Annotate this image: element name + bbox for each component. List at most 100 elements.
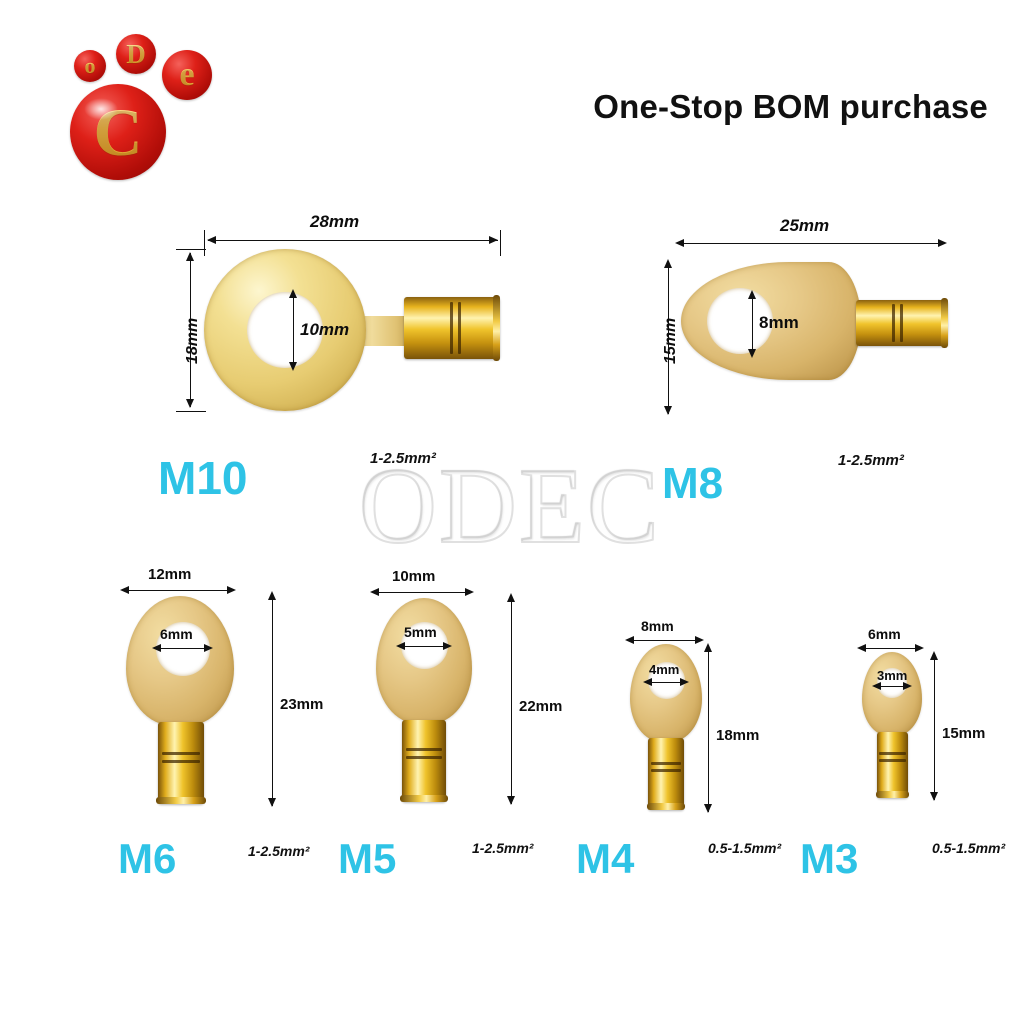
m10-height-line	[190, 253, 191, 407]
m8-wire-spec: 1-2.5mm²	[838, 452, 904, 469]
m5-hole	[401, 622, 448, 669]
m8-hole-line	[752, 293, 753, 355]
m4-height-line	[708, 646, 709, 812]
m5-height-line	[511, 596, 512, 804]
m3-hole-arrow-left	[872, 682, 881, 690]
m10-wire-spec: 1-2.5mm²	[370, 450, 436, 467]
m4-width-arrow-right	[695, 636, 704, 644]
m10-hole-arrow-top	[289, 289, 297, 298]
m5-hole-line	[402, 646, 446, 647]
m8-height-arrow-bottom	[664, 406, 672, 415]
m8-hole	[707, 288, 773, 354]
m4-width-label: 8mm	[641, 618, 674, 634]
m4-crimp-barrel	[646, 738, 686, 810]
m8-hole-label: 8mm	[759, 313, 799, 332]
m10-height-label: 18mm	[184, 317, 201, 364]
m8-width-arrow-right	[938, 239, 947, 247]
m4-hole	[648, 662, 685, 699]
m5-crimp-barrel	[400, 720, 448, 802]
m10-hole-arrow-bottom	[289, 362, 297, 371]
logo-bead-o: o	[74, 50, 106, 82]
m4-hole-line	[649, 682, 683, 683]
logo-highlight	[84, 98, 118, 120]
m10-hole-label: 10mm	[300, 320, 350, 339]
m4-hole-label: 4mm	[649, 662, 680, 677]
m3-hole	[877, 668, 907, 698]
odec-watermark: ODEC	[358, 447, 661, 566]
m10-height-arrow-top	[186, 252, 194, 261]
m3-width-line	[864, 648, 920, 649]
m8-width-line	[684, 243, 944, 244]
m8-width-label: 25mm	[780, 216, 830, 235]
m4-width-arrow-left	[625, 636, 634, 644]
m6-width-label: 12mm	[148, 566, 192, 583]
m5-hole-label: 5mm	[404, 624, 437, 640]
m10-width-arrow-left	[207, 236, 216, 244]
m6-hole-line	[158, 648, 208, 649]
logo-letter-e: e	[179, 56, 195, 93]
m6-hole-arrow-right	[204, 644, 213, 652]
m6-width-arrow-left	[120, 586, 129, 594]
m10-width-arrow-right	[489, 236, 498, 244]
logo-letter-d: D	[126, 38, 146, 69]
m4-height-arrow-bottom	[704, 804, 712, 813]
m8-height-line	[668, 262, 669, 414]
odec-logo: o D e C	[58, 28, 218, 188]
m6-width-line	[128, 590, 232, 591]
m8-crimp-barrel	[856, 298, 948, 348]
m5-width-line	[378, 592, 470, 593]
m4-height-label: 18mm	[716, 727, 760, 744]
m10-hole-line	[293, 292, 294, 368]
m6-height-arrow-bottom	[268, 798, 276, 807]
m6-hole-label: 6mm	[160, 626, 193, 642]
m3-height-line	[934, 654, 935, 800]
m3-height-arrow-top	[930, 651, 938, 660]
m8-size-label: M8	[662, 459, 724, 508]
m3-crimp-barrel	[875, 732, 910, 798]
m10-ring	[204, 249, 366, 411]
logo-bead-d: D	[116, 34, 156, 74]
m6-crimp-barrel	[156, 722, 206, 804]
m10-width-line	[208, 240, 498, 241]
m6-size-label: M6	[118, 835, 177, 882]
m10-hole	[247, 292, 323, 368]
m6-height-arrow-top	[268, 591, 276, 600]
m5-wire-spec: 1-2.5mm²	[472, 840, 534, 856]
m6-width-arrow-right	[227, 586, 236, 594]
m6-wire-spec: 1-2.5mm²	[248, 843, 310, 859]
m4-wire-spec: 0.5-1.5mm²	[708, 840, 782, 856]
m5-width-label: 10mm	[392, 568, 436, 585]
m4-size-label: M4	[576, 835, 635, 882]
logo-bead-e: e	[162, 50, 212, 100]
logo-letter-o: o	[84, 53, 96, 78]
m5-hole-arrow-left	[396, 642, 405, 650]
m8-height-arrow-top	[664, 259, 672, 268]
m6-hole	[156, 622, 210, 676]
m4-height-arrow-top	[704, 643, 712, 652]
m3-height-label: 15mm	[942, 725, 986, 742]
m4-hole-arrow-right	[680, 678, 689, 686]
m6-height-line	[272, 594, 273, 806]
m10-height-arrow-bottom	[186, 399, 194, 408]
m5-width-arrow-right	[465, 588, 474, 596]
m6-hole-arrow-left	[152, 644, 161, 652]
m10-width-ext-right	[500, 230, 501, 256]
m6-height-label: 23mm	[280, 696, 324, 713]
m4-hole-arrow-left	[643, 678, 652, 686]
m5-width-arrow-left	[370, 588, 379, 596]
m10-width-ext-left	[204, 230, 205, 256]
m5-hole-arrow-right	[443, 642, 452, 650]
logo-bead-c: C	[70, 84, 166, 180]
m5-height-arrow-bottom	[507, 796, 515, 805]
m8-width-arrow-left	[675, 239, 684, 247]
m3-wire-spec: 0.5-1.5mm²	[932, 840, 1006, 856]
m3-width-arrow-right	[915, 644, 924, 652]
m3-height-arrow-bottom	[930, 792, 938, 801]
m5-size-label: M5	[338, 835, 397, 882]
m3-width-arrow-left	[857, 644, 866, 652]
m3-hole-arrow-right	[903, 682, 912, 690]
m4-width-line	[632, 640, 700, 641]
m3-hole-label: 3mm	[877, 668, 908, 683]
m3-size-label: M3	[800, 835, 859, 882]
